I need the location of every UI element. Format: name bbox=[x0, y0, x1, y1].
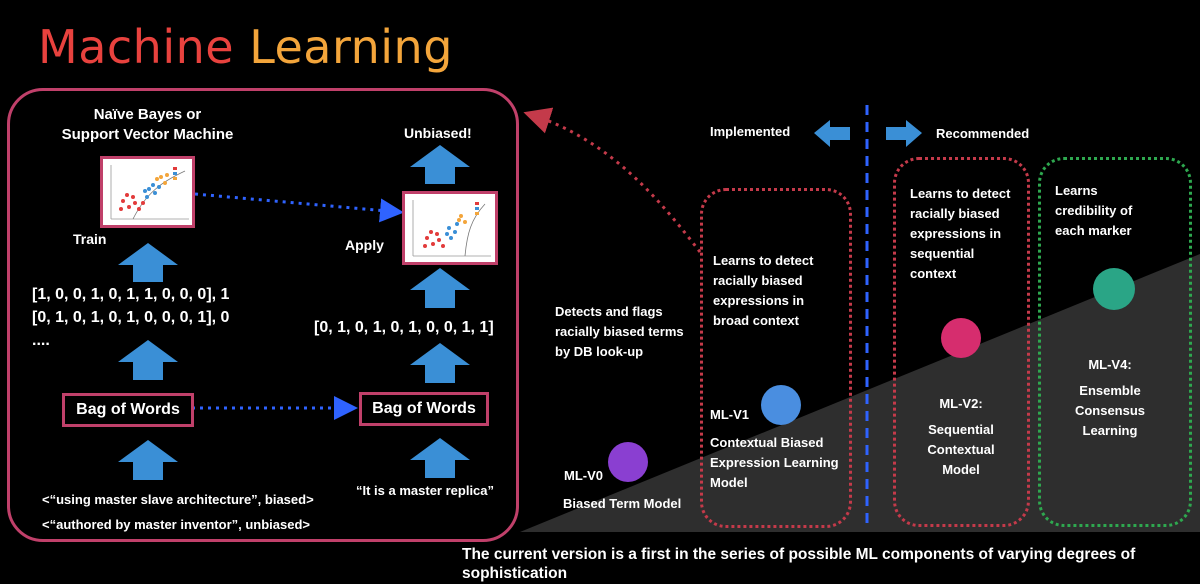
training-inputs: <“using master slave architecture”, bias… bbox=[42, 492, 314, 532]
applied-input: “It is a master replica” bbox=[356, 483, 495, 498]
ml-v2-id: ML-V2: bbox=[939, 396, 983, 411]
page-title: Machine Learning bbox=[38, 20, 453, 74]
v1-to-pipeline-connector bbox=[523, 107, 702, 253]
unbiased-label: Unbiased! bbox=[404, 125, 472, 141]
ml-v1-description: Learns to detect racially biased express… bbox=[713, 253, 814, 328]
ml-v0-name: Biased Term Model bbox=[563, 496, 682, 511]
ml-v2-box bbox=[893, 157, 1030, 527]
ml-v2-description: Learns to detect racially biased express… bbox=[910, 186, 1011, 281]
ml-v4-marker bbox=[1093, 268, 1135, 310]
slide-caption: The current version is a first in the se… bbox=[462, 546, 1136, 582]
ml-v2-name: Sequential Contextual Model bbox=[927, 422, 995, 477]
apply-label: Apply bbox=[345, 237, 384, 253]
right-arrow-icon bbox=[886, 120, 922, 147]
train-label: Train bbox=[73, 231, 107, 247]
bag-of-words-box: Bag of Words bbox=[62, 393, 194, 427]
ml-v2-marker bbox=[941, 318, 981, 358]
up-arrow-icon bbox=[410, 145, 470, 478]
trained-model-plot bbox=[100, 156, 195, 228]
applied-model-plot bbox=[402, 191, 498, 265]
ml-v1-name: Contextual Biased Expression Learning Mo… bbox=[710, 435, 839, 490]
scatter-thumbnail-icon bbox=[110, 165, 189, 220]
apply-model-connector bbox=[194, 192, 404, 223]
ml-v4-name: Ensemble Consensus Learning bbox=[1074, 383, 1146, 438]
ml-v1-id: ML-V1 bbox=[710, 407, 749, 422]
ml-v0-id: ML-V0 bbox=[564, 468, 603, 483]
ml-v0-marker bbox=[608, 442, 648, 482]
scatter-thumbnail-icon bbox=[412, 200, 491, 257]
ml-v1-marker bbox=[761, 385, 801, 425]
title-word-learning: Learning bbox=[249, 20, 453, 74]
implemented-label: Implemented bbox=[710, 124, 791, 139]
model-title: Naïve Bayes or Support Vector Machine bbox=[61, 106, 234, 143]
recommended-label: Recommended bbox=[936, 126, 1030, 141]
ml-v4-id: ML-V4: bbox=[1088, 357, 1132, 372]
ml-v0-description: Detects and flags racially biased terms … bbox=[555, 304, 684, 359]
up-arrow-icon bbox=[118, 243, 178, 480]
left-arrow-icon bbox=[814, 120, 850, 147]
ml-v4-box bbox=[1038, 157, 1192, 527]
applied-vector: [0, 1, 0, 1, 0, 1, 0, 0, 1, 1] bbox=[314, 319, 494, 336]
bag-of-words-box-apply: Bag of Words bbox=[359, 392, 489, 426]
training-pipeline-box bbox=[7, 88, 519, 542]
ml-v4-description: Learns credibility of each marker bbox=[1055, 183, 1133, 238]
training-vectors: [1, 0, 0, 1, 0, 1, 1, 0, 0, 0], 1 [0, 1,… bbox=[32, 286, 230, 349]
ml-v1-box bbox=[700, 188, 852, 528]
title-word-machine: Machine bbox=[38, 20, 235, 74]
